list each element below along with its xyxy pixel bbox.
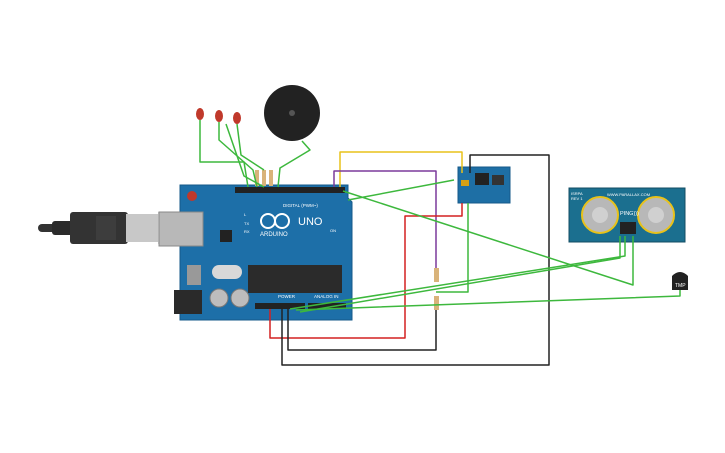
- wire-black-2[interactable]: [287, 309, 437, 351]
- red-led-2[interactable]: [215, 110, 223, 122]
- usb-cable[interactable]: [38, 212, 178, 244]
- wire-green-ultrasonic-echo[interactable]: [347, 179, 455, 201]
- arduino-uno-board[interactable]: UNO ARDUINO DIGITAL (PWM~) POWER ANALOG …: [158, 184, 353, 321]
- arduino-brand-label: ARDUINO: [260, 232, 288, 238]
- wire-green-tmp[interactable]: [295, 290, 681, 311]
- reset-button[interactable]: [187, 191, 197, 201]
- tx-label: TX: [244, 221, 249, 226]
- wire-led-common[interactable]: [225, 123, 265, 188]
- wire-led1[interactable]: [199, 120, 249, 188]
- sensor-url-label: WWW.PARALLAX.COM: [607, 192, 650, 197]
- wire-green-ultrasonic-vcc[interactable]: [289, 236, 626, 310]
- wire-green-ultrasonic-gnd[interactable]: [299, 236, 621, 313]
- tmp-sensor-label: TMP: [675, 283, 686, 289]
- pin-resistors[interactable]: [255, 170, 273, 186]
- ultrasonic-sensor[interactable]: ISRPA REV 1 WWW.PARALLAX.COM PING))): [568, 187, 686, 243]
- wire-black-1[interactable]: [281, 154, 550, 366]
- divider-resistor-1[interactable]: [434, 268, 439, 282]
- wire-red[interactable]: [269, 203, 463, 339]
- wire-led3[interactable]: [236, 123, 265, 171]
- wire-buzzer[interactable]: [277, 140, 311, 188]
- arduino-uno-label: UNO: [298, 216, 323, 228]
- power-label: POWER: [278, 294, 296, 299]
- divider-resistor-2[interactable]: [434, 296, 439, 310]
- wire-yellow[interactable]: [339, 151, 463, 187]
- wire-green-esp[interactable]: [436, 203, 469, 293]
- analog-in-label: ANALOG IN: [314, 294, 339, 299]
- wire-purple[interactable]: [333, 170, 437, 268]
- sensor-top-label: ISRPA: [571, 191, 583, 196]
- tmp-sensor[interactable]: TMP: [672, 272, 688, 290]
- red-led-1[interactable]: [196, 108, 204, 120]
- digital-pwm-label: DIGITAL (PWM~): [283, 203, 318, 208]
- esp8266-module[interactable]: [457, 166, 511, 204]
- piezo-buzzer[interactable]: [264, 85, 320, 141]
- on-label: ON: [330, 228, 336, 233]
- red-led-3[interactable]: [233, 112, 241, 124]
- sensor-rev-label: REV 1: [571, 196, 583, 201]
- led-l-label: L: [244, 212, 247, 217]
- sensor-ping-label: PING))): [620, 211, 639, 217]
- rx-label: RX: [244, 229, 250, 234]
- wire-green-ultrasonic-trig[interactable]: [342, 190, 634, 286]
- atmega-chip: [248, 265, 342, 293]
- arduino-logo: [260, 213, 290, 229]
